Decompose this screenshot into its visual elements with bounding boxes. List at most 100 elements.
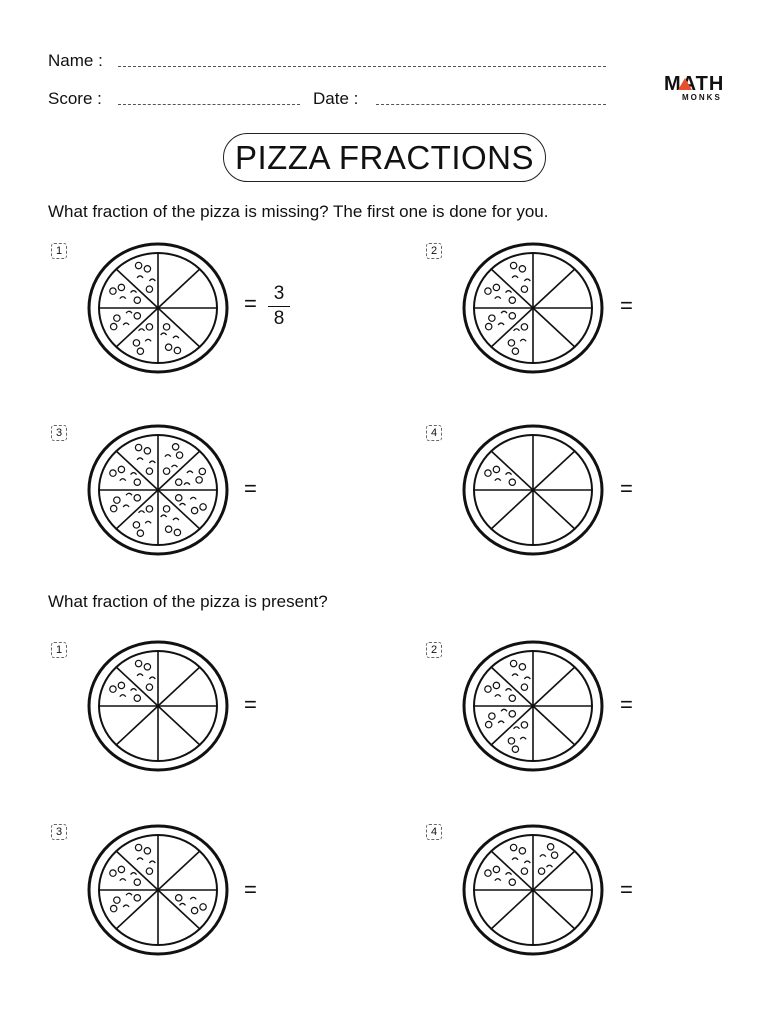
name-field[interactable] xyxy=(118,66,606,67)
equals-sign: = xyxy=(620,877,633,902)
problem-number: 3 xyxy=(51,425,67,441)
logo-triangle-icon xyxy=(678,78,692,90)
topping-slice xyxy=(134,443,156,475)
slice-cut-line xyxy=(157,489,201,530)
topping-slice xyxy=(509,659,531,691)
date-field[interactable] xyxy=(376,104,606,105)
slice-cut-line xyxy=(115,307,159,348)
section1-instruction: What fraction of the pizza is missing? T… xyxy=(48,202,549,221)
topping-slice xyxy=(109,865,142,886)
slice-cut-line xyxy=(532,850,576,891)
page-title: PIZZA FRACTIONS xyxy=(234,138,535,176)
problem-number: 2 xyxy=(426,243,442,259)
equals-sign: = xyxy=(620,692,633,717)
slice-cut-line xyxy=(157,307,201,348)
slice-cut-line xyxy=(157,889,201,930)
slice-cut-line xyxy=(115,705,159,746)
problem-number: 2 xyxy=(426,642,442,658)
slice-cut-line xyxy=(532,705,576,746)
problem-number: 4 xyxy=(426,824,442,840)
slice-cut-line xyxy=(532,666,576,707)
topping-slice xyxy=(484,283,517,304)
slice-cut-line xyxy=(490,489,534,530)
problem-number: 4 xyxy=(426,425,442,441)
topping-slice xyxy=(160,323,182,355)
equals-sign: = xyxy=(244,476,257,501)
topping-slice xyxy=(484,865,517,886)
pizza-image xyxy=(87,242,229,374)
slice-cut-line xyxy=(490,705,534,746)
slice-cut-line xyxy=(532,268,576,309)
pizza-image xyxy=(87,424,229,556)
slice-cut-line xyxy=(490,307,534,348)
date-label: Date : xyxy=(313,89,359,108)
slice-cut-line xyxy=(157,850,201,891)
topping-slice xyxy=(109,492,142,513)
topping-slice xyxy=(507,323,529,355)
name-label: Name : xyxy=(48,51,103,70)
topping-slice xyxy=(162,443,184,475)
slice-cut-line xyxy=(532,489,576,530)
topping-slice xyxy=(109,283,142,304)
slice-cut-line xyxy=(115,489,159,530)
pizza-image xyxy=(462,424,604,556)
slice-cut-line xyxy=(532,450,576,491)
slice-cut-line xyxy=(115,268,159,309)
topping-slice xyxy=(484,310,517,331)
topping-slice xyxy=(509,261,531,293)
topping-slice xyxy=(537,843,559,875)
equals-sign: = xyxy=(244,291,257,316)
pizza-image xyxy=(87,640,229,772)
slice-cut-line xyxy=(115,450,159,491)
equals-sign: = xyxy=(620,476,633,501)
slice-cut-line xyxy=(532,307,576,348)
title-banner: PIZZA FRACTIONS xyxy=(223,133,546,182)
topping-slice xyxy=(109,310,142,331)
equals-sign: = xyxy=(244,692,257,717)
slice-cut-line xyxy=(490,268,534,309)
topping-slice xyxy=(174,494,207,515)
topping-slice xyxy=(134,261,156,293)
slice-cut-line xyxy=(115,666,159,707)
slice-cut-line xyxy=(157,450,201,491)
topping-slice xyxy=(174,467,207,486)
pizza-image xyxy=(462,640,604,772)
topping-slice xyxy=(109,892,142,913)
slice-cut-line xyxy=(532,889,576,930)
topping-slice xyxy=(109,465,142,486)
topping-slice xyxy=(132,323,154,355)
slice-cut-line xyxy=(490,850,534,891)
slice-cut-line xyxy=(157,705,201,746)
topping-slice xyxy=(484,681,517,702)
topping-slice xyxy=(509,843,531,875)
topping-slice xyxy=(132,505,154,537)
problem-number: 1 xyxy=(51,243,67,259)
topping-slice xyxy=(134,843,156,875)
fraction-numerator: 3 xyxy=(273,283,285,304)
topping-slice xyxy=(160,505,182,537)
topping-slice xyxy=(109,681,142,702)
section2-instruction: What fraction of the pizza is present? xyxy=(48,592,328,611)
score-field[interactable] xyxy=(118,104,300,105)
fraction-denominator: 8 xyxy=(273,308,285,329)
pizza-image xyxy=(462,824,604,956)
slice-cut-line xyxy=(115,889,159,930)
fraction-bar xyxy=(268,306,290,307)
topping-slice xyxy=(484,708,517,729)
equals-sign: = xyxy=(244,877,257,902)
pizza-image xyxy=(462,242,604,374)
slice-cut-line xyxy=(490,450,534,491)
logo-subtext: MONKS xyxy=(682,93,722,102)
pizza-image xyxy=(87,824,229,956)
slice-cut-line xyxy=(157,268,201,309)
answer-fraction: 3 8 xyxy=(268,283,290,330)
slice-cut-line xyxy=(157,666,201,707)
equals-sign: = xyxy=(620,293,633,318)
topping-slice xyxy=(134,659,156,691)
math-monks-logo: MATH MONKS xyxy=(664,73,724,102)
slice-cut-line xyxy=(115,850,159,891)
topping-slice xyxy=(507,721,529,753)
problem-number: 1 xyxy=(51,642,67,658)
topping-slice xyxy=(174,894,207,915)
slice-cut-line xyxy=(490,889,534,930)
